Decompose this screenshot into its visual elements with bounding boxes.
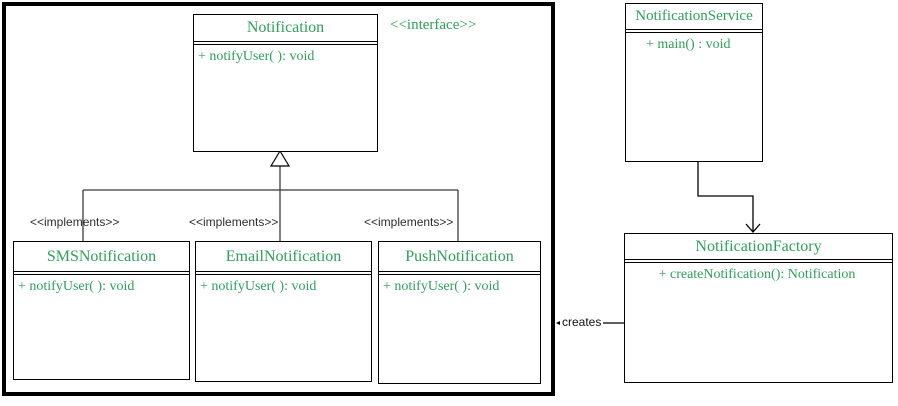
class-box-emailnotification: EmailNotification + notifyUser( ): void	[195, 241, 372, 382]
method-label: + createNotification(): Notification	[658, 267, 856, 282]
compartment-divider	[194, 41, 377, 45]
class-box-notification: Notification + notifyUser( ): void	[193, 14, 378, 152]
interface-stereotype-label: <<interface>>	[390, 17, 477, 33]
class-title: NotificationFactory	[695, 238, 822, 255]
method-label: + notifyUser( ): void	[198, 49, 315, 64]
implements-label-email: <<implements>>	[189, 215, 279, 229]
class-title: Notification	[246, 19, 325, 36]
compartment-divider	[14, 271, 189, 275]
implements-label-push: <<implements>>	[364, 215, 454, 229]
method-label: + notifyUser( ): void	[18, 279, 135, 294]
service-factory-connector	[697, 162, 754, 231]
class-box-notificationservice: NotificationService + main() : void	[625, 3, 763, 162]
compartment-divider	[379, 271, 540, 275]
class-title: PushNotification	[405, 248, 514, 265]
compartment-divider	[626, 29, 762, 33]
down-open-arrowhead	[745, 223, 761, 233]
class-box-notificationfactory: NotificationFactory + createNotification…	[624, 233, 893, 383]
implements-label-sms: <<implements>>	[30, 215, 120, 229]
compartment-divider	[625, 259, 892, 263]
compartment-divider	[196, 271, 371, 275]
class-box-smsnotification: SMSNotification + notifyUser( ): void	[13, 241, 190, 380]
class-title: NotificationService	[635, 8, 753, 24]
class-title: SMSNotification	[46, 248, 157, 265]
method-label: + main() : void	[646, 37, 731, 52]
class-title: EmailNotification	[225, 248, 342, 265]
hollow-triangle-arrowhead	[269, 149, 291, 167]
diagram-frame	[2, 2, 555, 396]
class-box-pushnotification: PushNotification + notifyUser( ): void	[378, 241, 541, 384]
method-label: + notifyUser( ): void	[383, 279, 500, 294]
method-label: + notifyUser( ): void	[200, 279, 317, 294]
creates-label: creates	[560, 315, 604, 329]
